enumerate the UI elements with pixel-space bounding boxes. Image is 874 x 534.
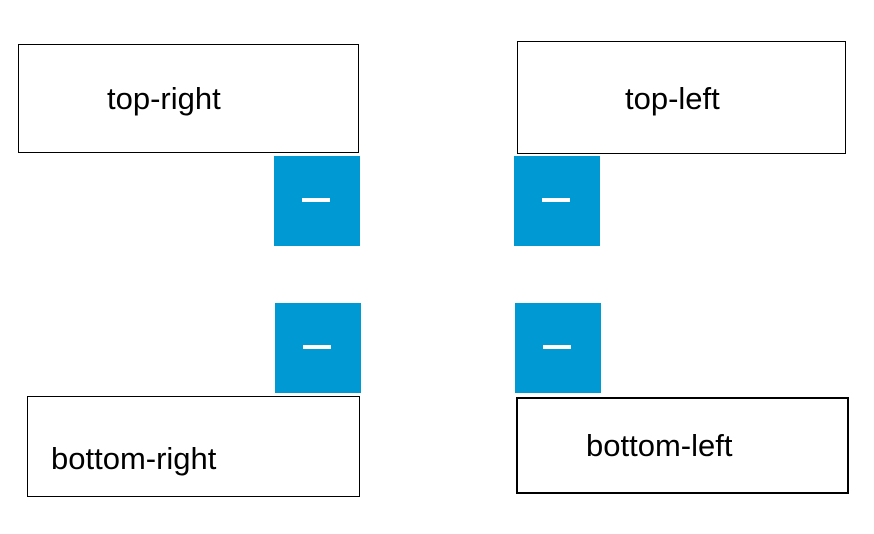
collapse-button-top-right[interactable]	[274, 156, 360, 246]
minus-icon	[302, 198, 330, 202]
panel-label-top-left: top-left	[625, 81, 720, 116]
minus-icon	[543, 345, 571, 349]
minus-icon	[303, 345, 331, 349]
minus-icon	[542, 198, 570, 202]
panel-bottom-right: bottom-right	[27, 396, 360, 497]
panel-top-right: top-right	[18, 44, 359, 153]
collapse-button-bottom-left[interactable]	[515, 303, 601, 393]
collapse-button-bottom-right[interactable]	[275, 303, 361, 393]
panel-top-left: top-left	[517, 41, 846, 154]
collapse-button-top-left[interactable]	[514, 156, 600, 246]
panel-label-top-right: top-right	[107, 81, 221, 116]
panel-bottom-left: bottom-left	[516, 397, 849, 494]
panel-label-bottom-right: bottom-right	[51, 441, 217, 476]
panel-label-bottom-left: bottom-left	[586, 428, 733, 463]
